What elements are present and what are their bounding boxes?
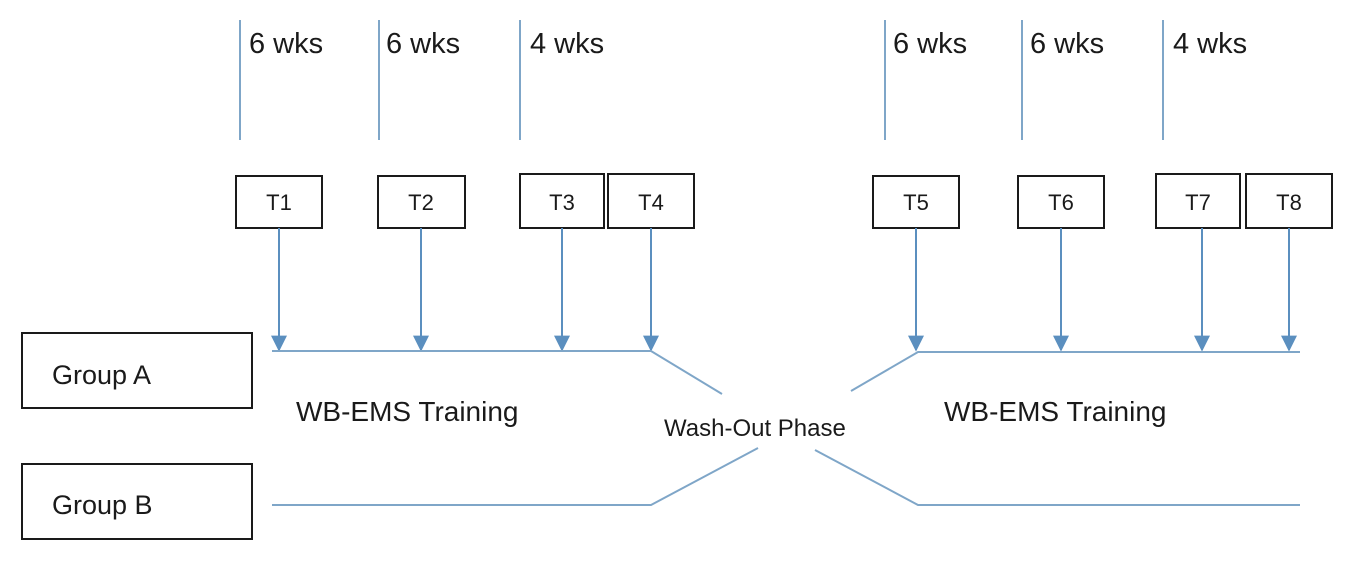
timepoint-label: T7 — [1185, 190, 1211, 215]
timepoint-labels: T1 T2 T3 T4 T5 T6 T7 T8 — [266, 190, 1302, 215]
timepoint-label: T8 — [1276, 190, 1302, 215]
timepoint-boxes — [235, 173, 1333, 229]
timepoint-label: T6 — [1048, 190, 1074, 215]
duration-labels: 6 wks 6 wks 4 wks 6 wks 6 wks 4 wks — [249, 28, 1247, 60]
timepoint-label: T3 — [549, 190, 575, 215]
duration-label: 6 wks — [249, 28, 323, 60]
phase-label-washout: Wash-Out Phase — [664, 415, 846, 442]
timepoint-label: T1 — [266, 190, 292, 215]
timepoint-box-t6 — [1017, 175, 1105, 229]
group-b-timeline-1 — [272, 447, 759, 506]
timepoint-box-t2 — [377, 175, 466, 229]
duration-ticks — [239, 20, 1164, 140]
timepoint-label: T2 — [408, 190, 434, 215]
group-a-timeline-1 — [272, 350, 723, 395]
group-b-timeline-2 — [814, 449, 1300, 506]
group-boxes — [21, 332, 253, 540]
phase-labels: WB-EMS Training Wash-Out Phase WB-EMS Tr… — [296, 396, 1167, 442]
timepoint-box-t5 — [872, 175, 960, 229]
measurement-arrows — [271, 228, 1297, 352]
group-a-label: Group A — [52, 360, 151, 390]
duration-label: 4 wks — [530, 28, 604, 60]
duration-label: 6 wks — [893, 28, 967, 60]
timepoint-label: T4 — [638, 190, 664, 215]
duration-label: 4 wks — [1173, 28, 1247, 60]
duration-label: 6 wks — [386, 28, 460, 60]
duration-label: 6 wks — [1030, 28, 1104, 60]
timepoint-box-t3 — [519, 173, 605, 229]
phase-label-training-2: WB-EMS Training — [944, 396, 1167, 427]
group-a-timeline-2 — [850, 351, 1300, 392]
group-b-box — [21, 463, 253, 540]
group-a-box — [21, 332, 253, 409]
timepoint-box-t8 — [1245, 173, 1333, 229]
timepoint-label: T5 — [903, 190, 929, 215]
group-b-label: Group B — [52, 490, 153, 520]
group-timelines — [272, 350, 1300, 506]
phase-label-training-1: WB-EMS Training — [296, 396, 519, 427]
timepoint-box-t7 — [1155, 173, 1241, 229]
